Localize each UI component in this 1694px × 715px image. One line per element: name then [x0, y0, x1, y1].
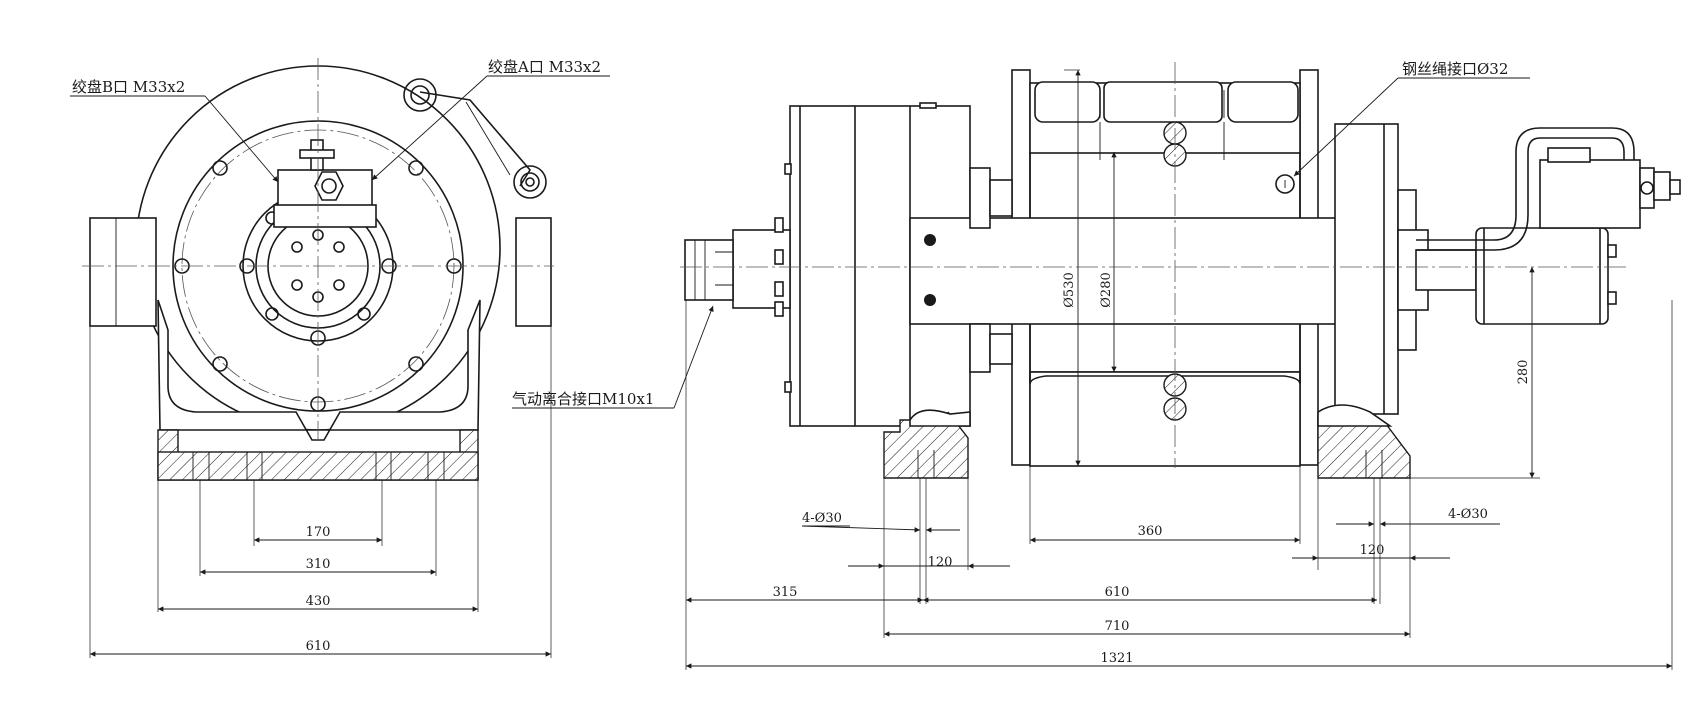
- dim-front-310: 310: [306, 557, 331, 572]
- dim-side-610: 610: [1105, 585, 1130, 600]
- front-dimensions: [89, 326, 552, 658]
- callout-rope-port: 钢丝绳接口Ø32: [1402, 60, 1508, 78]
- side-frame-beam: [909, 217, 1385, 325]
- dim-side-1321: 1321: [1100, 651, 1133, 666]
- dim-front-430: 430: [306, 594, 331, 609]
- dim-side-315: 315: [773, 585, 798, 600]
- front-view: [82, 58, 554, 481]
- dim-front-170: 170: [306, 525, 331, 540]
- dim-front-610: 610: [306, 639, 331, 654]
- side-right-housing: [1334, 123, 1399, 415]
- side-hydraulic-motor: [1475, 227, 1609, 325]
- dim-side-4d30-right: 4-Ø30: [1448, 507, 1488, 522]
- labels: 绞盘B口 M33x2 绞盘A口 M33x2 钢丝绳接口Ø32 气动离合接口M10…: [72, 58, 1531, 666]
- callout-port-b: 绞盘B口 M33x2: [72, 78, 185, 96]
- front-base-housing: [157, 299, 481, 441]
- side-left-foot: [883, 411, 969, 479]
- side-view: [680, 62, 1681, 479]
- dim-side-360: 360: [1138, 524, 1163, 539]
- dim-side-120-right: 120: [1360, 543, 1385, 558]
- dim-side-120-left: 120: [928, 555, 953, 570]
- front-right-lug: [515, 217, 552, 327]
- dim-dia-280: Ø280: [1099, 272, 1114, 307]
- callout-clutch-port: 气动离合接口M10x1: [512, 390, 654, 408]
- callout-port-a: 绞盘A口 M33x2: [488, 58, 601, 76]
- dim-dia-530: Ø530: [1062, 272, 1077, 307]
- front-valve-block: [277, 169, 373, 209]
- front-swing-arm: [419, 91, 531, 187]
- dim-side-4d30-left: 4-Ø30: [802, 511, 842, 526]
- leaders: [70, 75, 1530, 409]
- dim-height-280: 280: [1516, 360, 1531, 385]
- side-motor-valve: [1539, 159, 1641, 229]
- dim-side-710: 710: [1105, 619, 1130, 634]
- side-rope-layer: [1034, 81, 1101, 123]
- side-dimensions: [685, 69, 1673, 670]
- front-left-lug: [89, 217, 157, 327]
